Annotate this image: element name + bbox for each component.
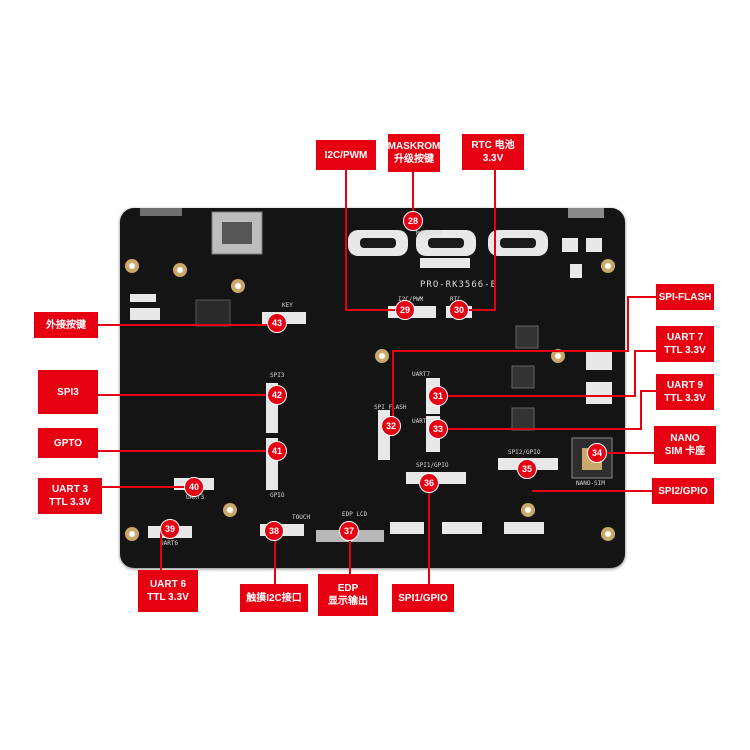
silk-uart7: UART7 bbox=[412, 371, 431, 378]
badge-32: 32 bbox=[381, 416, 401, 436]
leader-line bbox=[345, 170, 347, 310]
silk-spi3: SPI3 bbox=[270, 372, 285, 379]
leader-line bbox=[446, 428, 642, 430]
badge-39: 39 bbox=[160, 519, 180, 539]
silk-uart6: UART6 bbox=[160, 540, 179, 547]
badge-31: 31 bbox=[428, 386, 448, 406]
badge-33: 33 bbox=[428, 419, 448, 439]
callout-label-spi3: SPI3 bbox=[38, 370, 98, 414]
leader-line bbox=[640, 390, 642, 430]
leader-line bbox=[606, 452, 654, 454]
badge-38: 38 bbox=[264, 521, 284, 541]
badge-28: 28 bbox=[403, 211, 423, 231]
silk-maskrom: MASKROM bbox=[416, 230, 442, 237]
badge-30: 30 bbox=[449, 300, 469, 320]
leader-line bbox=[446, 395, 636, 397]
leader-line bbox=[640, 390, 656, 392]
callout-label-key: 外接按键 bbox=[34, 312, 98, 338]
silk-key: KEY bbox=[282, 302, 293, 309]
leader-line bbox=[532, 490, 652, 492]
board-components bbox=[125, 208, 615, 542]
leader-line bbox=[462, 309, 496, 311]
ic-chip bbox=[195, 299, 231, 327]
leader-line bbox=[102, 486, 186, 488]
leader-line bbox=[349, 532, 351, 574]
circuit-board: PRO-RK3566-B KEY I2C/PWM RTC MASKROM SPI… bbox=[120, 208, 625, 568]
leader-line bbox=[345, 309, 403, 311]
callout-label-spi2-gpio: SPI2/GPIO bbox=[652, 478, 714, 504]
badge-42: 42 bbox=[267, 385, 287, 405]
callout-label-spi-flash: SPI-FLASH bbox=[656, 284, 714, 310]
leader-line bbox=[392, 350, 628, 352]
leader-line bbox=[98, 324, 268, 326]
leader-line bbox=[412, 172, 414, 216]
badge-41: 41 bbox=[267, 441, 287, 461]
silk-spi1-gpio: SPI1/GPIO bbox=[416, 462, 449, 469]
leader-line bbox=[274, 532, 276, 584]
badge-43: 43 bbox=[267, 313, 287, 333]
silk-i2c-pwm: I2C/PWM bbox=[398, 296, 424, 303]
board-model-silk: PRO-RK3566-B bbox=[420, 280, 498, 290]
badge-35: 35 bbox=[517, 459, 537, 479]
callout-label-spi1-gpio: SPI1/GPIO bbox=[392, 584, 454, 612]
badge-36: 36 bbox=[419, 473, 439, 493]
silk-gpio: GPIO bbox=[270, 492, 285, 499]
silk-uart3: UART3 bbox=[186, 494, 205, 501]
silk-uart9: UART9 bbox=[412, 418, 431, 425]
silk-touch: TOUCH bbox=[292, 514, 311, 521]
leader-line bbox=[98, 450, 266, 452]
badge-29: 29 bbox=[395, 300, 415, 320]
callout-label-i2c-pwm: I2C/PWM bbox=[316, 140, 376, 170]
silk-edp-lcd: EDP LCD bbox=[342, 511, 368, 518]
silk-spi2-gpio: SPI2/GPIO bbox=[508, 449, 541, 456]
leader-line bbox=[392, 350, 394, 424]
leader-line bbox=[160, 530, 162, 570]
leader-line bbox=[634, 350, 656, 352]
silk-nano-sim: NANO-SIM bbox=[576, 480, 605, 487]
leader-line bbox=[428, 484, 430, 584]
silk-spi-flash: SPI_FLASH bbox=[374, 404, 407, 411]
badge-34: 34 bbox=[587, 443, 607, 463]
leader-line bbox=[98, 394, 266, 396]
silk-rtc: RTC bbox=[450, 296, 461, 303]
callout-label-gpto: GPTO bbox=[38, 428, 98, 458]
leader-line bbox=[494, 170, 496, 311]
leader-line bbox=[634, 350, 636, 397]
callout-label-touch-i2c: 触摸I2C接口 bbox=[240, 584, 308, 612]
leader-line bbox=[627, 296, 629, 352]
badge-40: 40 bbox=[184, 477, 204, 497]
leader-line bbox=[627, 296, 657, 298]
badge-37: 37 bbox=[339, 521, 359, 541]
